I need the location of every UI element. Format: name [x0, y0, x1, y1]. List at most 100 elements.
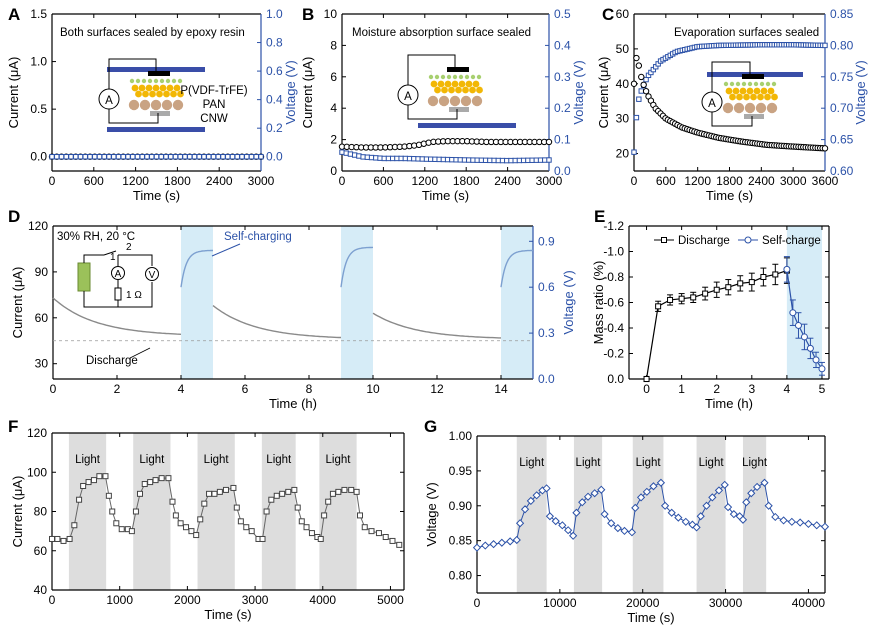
series-selfcharge [180, 246, 533, 288]
voltage-point [196, 154, 202, 160]
data-point [341, 486, 348, 493]
data-point [375, 530, 382, 537]
pan-dot [746, 87, 754, 95]
voltage-point [139, 154, 145, 160]
pvdf-dot [141, 78, 147, 84]
device-schematic: A [701, 61, 803, 127]
x-tick-label: 2000 [174, 593, 201, 607]
y-tick-label: 2 [330, 133, 337, 147]
data-point [188, 528, 195, 535]
data-point [569, 531, 578, 540]
data-point [613, 523, 622, 533]
x-tick-label: 2 [713, 382, 720, 396]
data-point [597, 485, 606, 494]
cnw-dot [733, 102, 745, 114]
data-point [725, 284, 732, 291]
data-point [818, 365, 826, 373]
voltage-point [225, 154, 231, 160]
pan-dot [767, 87, 775, 95]
ammeter-icon [397, 84, 419, 106]
y-axis-label: Current (μA) [10, 476, 25, 548]
data-point [368, 528, 375, 535]
x-tick-label: 1000 [106, 593, 133, 607]
x-tick-label: 0 [643, 382, 650, 396]
pan-dot [145, 84, 153, 92]
panel-label: C [602, 5, 614, 24]
data-point [708, 493, 717, 502]
x-axis-label: Time (s) [706, 188, 753, 203]
y-tick-label: -0.6 [603, 296, 624, 310]
x-tick-label: 14 [494, 382, 508, 396]
pan-dot [163, 90, 170, 98]
data-point [49, 535, 55, 542]
data-point [294, 504, 301, 511]
x-tick-label: 4 [784, 382, 791, 396]
data-point [303, 524, 310, 531]
panel-label: E [594, 207, 605, 226]
contact-bottom [150, 111, 170, 116]
current-point [642, 87, 650, 95]
x-tick-label: 1200 [122, 174, 149, 188]
series-discharge [52, 297, 501, 339]
voltage-point [633, 114, 640, 121]
y-tick-label: 50 [616, 42, 630, 56]
series-discharge [643, 257, 790, 383]
data-point [512, 535, 521, 545]
current-point [635, 62, 643, 69]
switch-icon [103, 250, 117, 256]
pan-dot [142, 90, 149, 98]
self-charging-band [501, 226, 533, 379]
pan-dot [753, 87, 761, 95]
light-label: Light [636, 457, 662, 469]
data-point [681, 517, 690, 526]
light-label: Light [519, 457, 545, 469]
pan-dot [131, 84, 139, 92]
x-axis-label: Time (s) [627, 610, 674, 625]
data-point [259, 535, 266, 542]
x-axis-label: Time (s) [133, 188, 180, 203]
current-point [545, 138, 553, 146]
data-point [497, 538, 506, 547]
data-point [812, 356, 820, 364]
data-point [152, 477, 159, 484]
pan-dot [764, 93, 771, 101]
device-schematic: A [397, 54, 516, 128]
ammeter-label: A [115, 269, 122, 280]
light-label: Light [204, 454, 230, 466]
data-point [760, 478, 769, 487]
selfcharge-curve [340, 246, 373, 288]
pan-dot [156, 90, 163, 98]
data-point [285, 488, 292, 495]
pvdf-dot [729, 81, 735, 87]
pan-dot [149, 90, 156, 98]
pvdf-dot [759, 81, 765, 87]
data-point [353, 488, 360, 495]
data-point [551, 517, 560, 526]
y-tick-label: 6 [330, 70, 337, 84]
light-label: Light [75, 454, 101, 466]
data-point [201, 500, 208, 507]
data-point [655, 303, 662, 310]
legend-label: Discharge [678, 235, 730, 247]
x-tick-label: 40000 [792, 596, 826, 610]
voltage-point [638, 88, 644, 94]
self-charging-band [181, 226, 213, 379]
discharge-curve [52, 297, 182, 335]
y-tick-label: 40 [34, 583, 48, 597]
x-tick-label: 2400 [494, 174, 521, 188]
data-point [779, 516, 788, 525]
shaded-regions [786, 226, 822, 379]
data-point [812, 521, 821, 530]
data-point [193, 532, 200, 539]
x-tick-label: 1800 [164, 174, 191, 188]
voltage-point [92, 154, 98, 160]
data-point [804, 519, 813, 529]
data-point [141, 481, 148, 488]
y2-tick-label: 0.2 [554, 101, 571, 115]
x-tick-label: 5 [819, 382, 826, 396]
data-point [667, 296, 674, 303]
data-point [660, 501, 670, 510]
series-current [338, 137, 553, 151]
